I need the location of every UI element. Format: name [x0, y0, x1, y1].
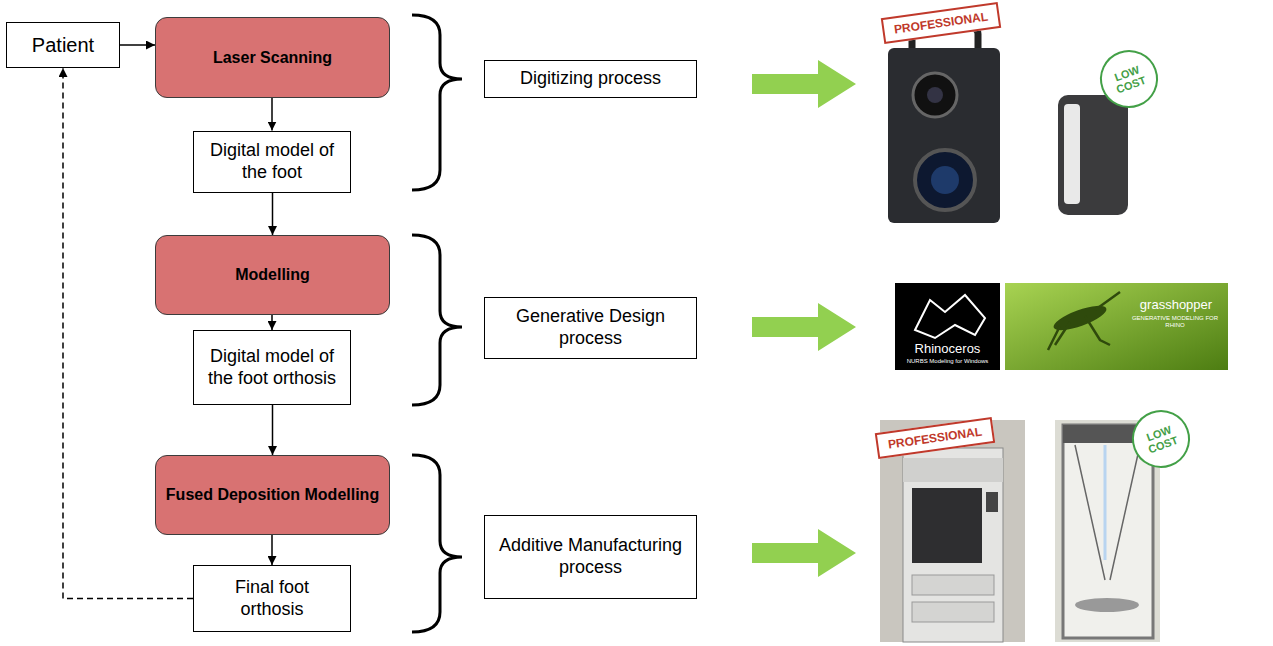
flow-arrow	[271, 315, 273, 330]
printer-arms	[1075, 445, 1140, 580]
green-arrow	[752, 303, 856, 351]
printer-light	[1104, 445, 1107, 560]
grasshopper-logo	[1005, 283, 1228, 370]
stamp: PROFESSIONAL	[881, 2, 1001, 44]
printer-head	[903, 458, 1003, 482]
node-text: Additive Manufacturing process	[493, 535, 688, 578]
stamp: PROFESSIONAL	[875, 417, 995, 459]
grasshopper-icon	[1048, 292, 1120, 350]
actor-box: Patient	[6, 22, 120, 68]
stamp: LOW COST	[1124, 402, 1198, 476]
output-box: Final foot orthosis	[193, 565, 351, 632]
scanner-body	[888, 48, 1000, 223]
logo-text: NURBS Modeling for Windows	[897, 356, 998, 366]
rhino-icon	[915, 295, 985, 338]
output-box: Digital model of the foot	[193, 131, 351, 193]
process-box: Laser Scanning	[155, 17, 390, 98]
node-text: Modelling	[235, 265, 310, 284]
printer-window	[912, 488, 982, 563]
node-text: Digital model of the foot	[202, 140, 342, 183]
curly-bracket	[412, 15, 462, 190]
green-arrow	[752, 60, 856, 108]
scanner-lens	[931, 166, 959, 194]
curly-bracket	[412, 235, 462, 405]
scanner-window	[1064, 104, 1080, 204]
scanner-lens	[913, 73, 957, 117]
process-box: Modelling	[155, 235, 390, 315]
output-box: Digital model of the foot orthosis	[193, 330, 351, 405]
node-text: Generative Design process	[493, 306, 688, 349]
printer-panel	[986, 492, 998, 512]
node-text: Laser Scanning	[213, 48, 332, 67]
printer-bed	[1075, 598, 1139, 612]
printer-cabinet	[903, 448, 1003, 642]
node-text: Final foot orthosis	[202, 577, 342, 620]
logo-text: grasshopper	[1130, 296, 1222, 312]
node-text: Digitizing process	[520, 68, 661, 90]
phase-box: Additive Manufacturing process	[484, 515, 697, 599]
flow-arrow	[120, 44, 155, 46]
node-text: Fused Deposition Modelling	[166, 485, 379, 504]
flow-arrow	[271, 98, 273, 131]
phase-box: Digitizing process	[484, 60, 697, 98]
flow-arrow	[272, 193, 274, 236]
node-text: Digital model of the foot orthosis	[202, 346, 342, 389]
green-arrow	[752, 529, 856, 577]
phase-box: Generative Design process	[484, 297, 697, 359]
scanner-lens	[927, 87, 943, 103]
flow-arrow	[271, 535, 273, 565]
node-text: Patient	[32, 33, 94, 57]
flow-arrow	[272, 405, 274, 455]
scanner-body	[1058, 95, 1128, 215]
process-box: Fused Deposition Modelling	[155, 455, 390, 535]
printer-drawer	[912, 575, 994, 595]
logo-text: GENERATIVE MODELING FOR RHINO	[1126, 313, 1224, 331]
stamp: LOW COST	[1092, 42, 1166, 116]
printer-drawer	[912, 602, 994, 622]
scanner-lens	[915, 150, 975, 210]
curly-bracket	[412, 455, 462, 632]
rhino-logo	[895, 283, 1000, 370]
logo-text: Rhinoceros	[897, 340, 998, 356]
